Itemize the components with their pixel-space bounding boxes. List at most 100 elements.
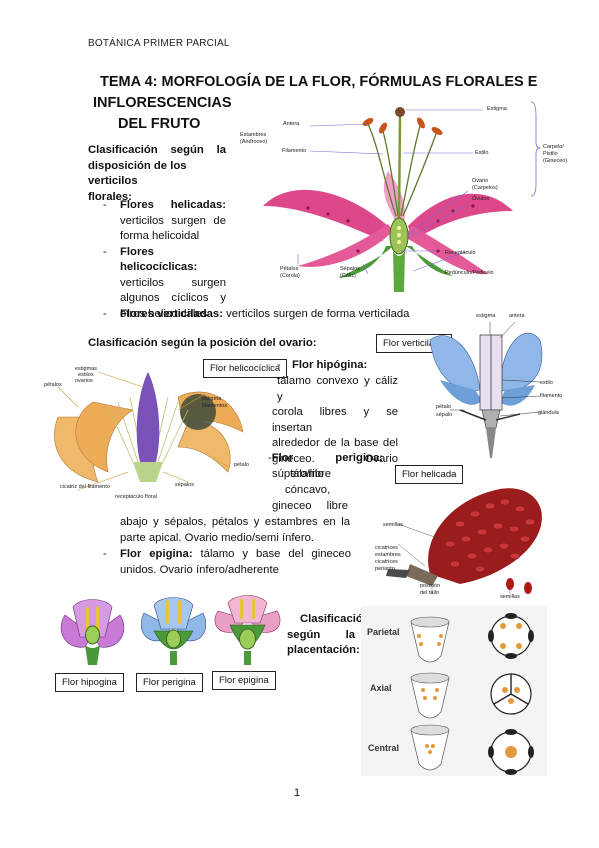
list-item: -Flores verticiladas: verticilos surgen … xyxy=(103,308,410,320)
lily-anthers xyxy=(362,117,443,135)
epi-petal xyxy=(227,595,268,624)
lily-style xyxy=(397,115,402,222)
helicada-flower-diagram xyxy=(386,488,542,594)
label-semillas-2: semillas xyxy=(500,594,520,600)
lily-stem xyxy=(393,251,405,292)
label-estigma: Estigma xyxy=(487,106,507,112)
label-sepalos-helico: sépalos xyxy=(175,482,194,488)
helicada-seeds xyxy=(444,498,536,573)
label-estambres-helicada: estambres xyxy=(375,552,401,558)
helicada-stem xyxy=(386,569,410,578)
vert-petal xyxy=(499,332,543,392)
list-item: - Flores helicocíclicas: verticilos surg… xyxy=(103,245,226,323)
list-item: - Flores helicadas: verticilos surgen de… xyxy=(103,198,226,245)
epigina-block: -Flor epigina: tálamo y base del gineceo… xyxy=(103,547,351,578)
label-carpelos: (Carpelos) xyxy=(472,185,498,191)
helicada-stalk xyxy=(406,564,438,586)
label-receptaculo: Receptáculo xyxy=(445,250,476,256)
peri-stamen xyxy=(166,601,169,623)
helicada-seed-detached xyxy=(524,582,532,594)
vert-stem xyxy=(486,428,496,458)
label-filamento: Filamento xyxy=(282,148,307,154)
lily-petal xyxy=(263,189,388,241)
section-ovario-heading: Clasificación según la posición del ovar… xyxy=(88,337,317,349)
text-line: unidos. Ovario ínfero/adherente xyxy=(120,563,279,576)
hipo-ovary xyxy=(85,625,100,645)
hipogina-flower-diagram xyxy=(60,599,125,665)
list-item: -Flor epigina: tálamo y base del gineceo xyxy=(103,548,351,560)
vert-leaders xyxy=(450,321,541,417)
text-epigina: tálamo y base del gineceo xyxy=(192,548,351,560)
label-glandula: glándula xyxy=(538,410,559,416)
label-corola: (Corola) xyxy=(280,273,300,279)
label-central: Central xyxy=(368,743,400,753)
epi-ovary xyxy=(239,628,256,650)
term-helicociclicas: Flores helicocíclicas: xyxy=(120,245,198,274)
helicada-seed-detached xyxy=(506,578,514,590)
page-title-line3: DEL FRUTO xyxy=(118,116,201,132)
heading-line: placentación: xyxy=(287,644,360,656)
central-row xyxy=(410,724,534,775)
label-del-tallo: del tallo xyxy=(420,590,439,596)
verticilada-flower-diagram xyxy=(429,321,543,458)
helico-pistil xyxy=(136,372,160,462)
helico-anther-mass xyxy=(180,394,216,430)
label-estilos: estilos xyxy=(78,372,94,378)
label-cicatrices-2: cicatrices xyxy=(375,559,398,565)
document-header: BOTÁNICA PRIMER PARCIAL xyxy=(88,38,230,49)
lily-stigma xyxy=(395,107,405,117)
helico-stamens xyxy=(107,396,189,463)
hipogina-text: tálamo convexo y cáliz y corola libres y… xyxy=(272,374,398,483)
label-caliz: (Cáliz) xyxy=(340,273,356,279)
box-flor-perigina: Flor perigina xyxy=(136,673,203,692)
text-line: tálamo convexo y cáliz y xyxy=(277,375,398,403)
text-line: tálamo xyxy=(290,468,324,480)
text-line: súpero/libre xyxy=(272,468,332,480)
term-verticiladas: Flores verticiladas: xyxy=(120,308,223,320)
lily-petal xyxy=(408,193,513,241)
label-petalo: pétalo xyxy=(234,462,249,468)
list-item: -Flor hipógina: xyxy=(277,359,368,371)
lily-flower-diagram xyxy=(263,101,541,292)
term-helicadas: Flores helicadas: xyxy=(120,199,226,211)
parietal-section xyxy=(490,615,532,657)
parietal-ovary xyxy=(410,621,450,663)
hipo-stamen xyxy=(96,607,99,633)
helicociclica-flower-diagram xyxy=(54,371,244,491)
hipo-petal xyxy=(60,614,93,648)
text-line: corola libres y se insertan xyxy=(272,406,398,434)
label-gineceo: (Gineceo) xyxy=(543,158,568,164)
text-line: alrededor de la base del xyxy=(272,437,398,449)
epi-stem xyxy=(244,651,251,665)
perigina-block: -Flor perigina: xyxy=(268,451,383,467)
label-petalos: Pétalos xyxy=(280,266,299,272)
lily-sepal xyxy=(338,246,393,278)
page-title-line1: TEMA 4: MORFOLOGÍA DE LA FLOR, FÓRMULAS … xyxy=(100,74,538,90)
text-verticiladas: verticilos surgen de forma verticilada xyxy=(222,308,410,320)
hipogina-block: -Flor hipógina: xyxy=(272,358,398,374)
label-sepalos: Sépalos xyxy=(340,266,360,272)
text-line: gineceo. Ovario xyxy=(272,452,398,465)
label-cicatrices: cicatrices xyxy=(375,545,398,551)
box-flor-epigina: Flor epigina xyxy=(212,671,276,690)
label-posicion: posición xyxy=(420,583,441,589)
text-line: verticilos surgen xyxy=(120,276,226,289)
page-number: 1 xyxy=(294,787,301,799)
helicada-leaders xyxy=(397,523,511,594)
lily-petal xyxy=(403,226,488,275)
label-estigmas: estigmas xyxy=(75,366,98,372)
text-line: abajo y sépalos, pétalos y estambres en … xyxy=(120,516,350,528)
peri-petal xyxy=(153,597,194,630)
heading-line: florales: xyxy=(88,190,132,203)
term-epigina: Flor epigina: xyxy=(120,548,193,560)
label-cicatriz-filamento: cicatriz del filamento xyxy=(60,484,110,490)
lily-petal xyxy=(298,224,393,267)
label-ovulos: Óvulos xyxy=(472,196,490,202)
label-petalos-helico: pétalos xyxy=(44,382,62,388)
label-sepalo-vert: sépalo xyxy=(436,412,453,418)
disposicion-list: - Flores helicadas: verticilos surgen de… xyxy=(103,198,226,322)
text-line: algunos cíclicos y xyxy=(120,292,226,304)
vert-sepal xyxy=(459,409,487,421)
vert-petal xyxy=(500,385,535,406)
label-axial: Axial xyxy=(370,683,392,693)
